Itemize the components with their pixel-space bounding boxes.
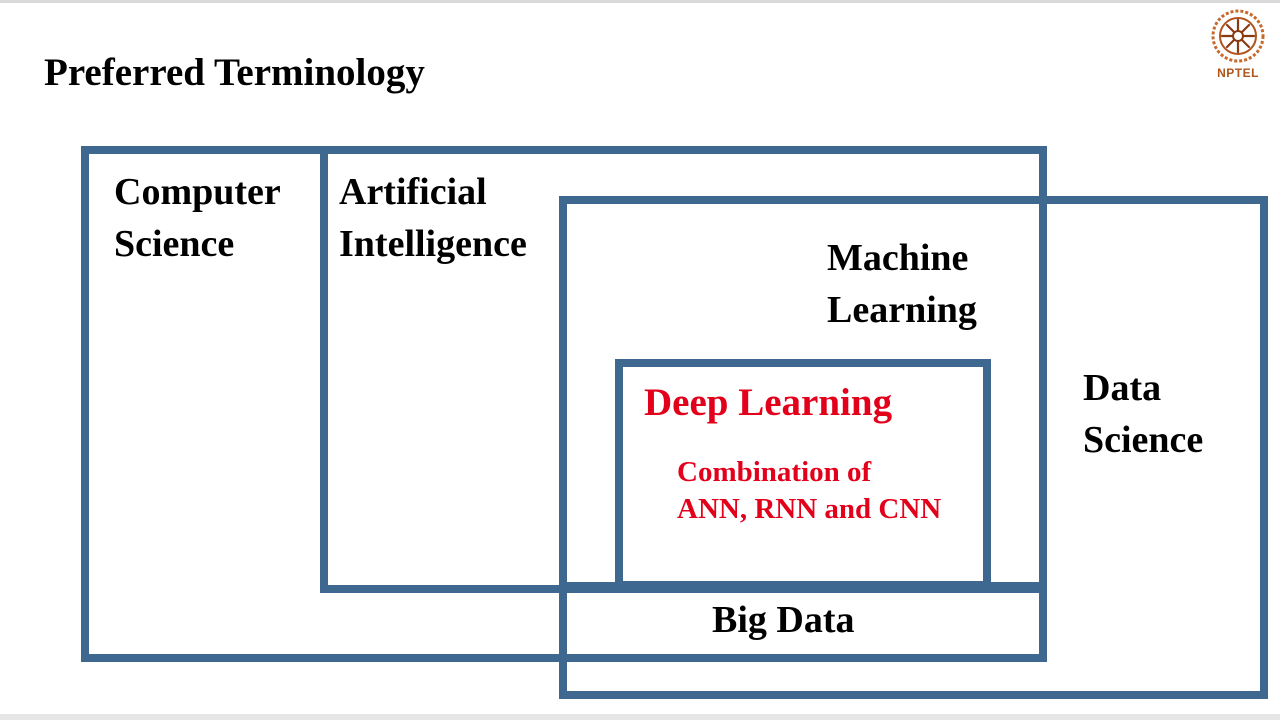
data-science-label: Data Science: [1083, 362, 1203, 466]
bottom-divider: [0, 714, 1280, 720]
deep-learning-desc-line2: ANN, RNN and CNN: [677, 493, 942, 525]
big-data-text: Big Data: [712, 599, 855, 641]
data-science-box: [559, 196, 1268, 699]
deep-learning-box: [615, 359, 991, 589]
computer-science-line1: Computer: [114, 171, 281, 213]
artificial-intelligence-line2: Intelligence: [339, 223, 527, 265]
nptel-emblem-icon: [1211, 9, 1265, 63]
slide-title: Preferred Terminology: [44, 51, 425, 94]
deep-learning-desc-line1: Combination of: [677, 456, 872, 488]
data-science-line1: Data: [1083, 367, 1162, 409]
deep-learning-description: Combination of ANN, RNN and CNN: [677, 454, 941, 528]
computer-science-label: Computer Science: [114, 166, 281, 270]
logo-text: NPTEL: [1217, 66, 1259, 80]
nptel-logo: NPTEL: [1206, 8, 1270, 84]
machine-learning-label: Machine Learning: [827, 232, 977, 336]
artificial-intelligence-line1: Artificial: [339, 171, 487, 213]
top-divider: [0, 0, 1280, 3]
computer-science-line2: Science: [114, 223, 235, 265]
data-science-line2: Science: [1083, 419, 1204, 461]
artificial-intelligence-label: Artificial Intelligence: [339, 166, 527, 270]
deep-learning-title: Deep Learning: [644, 381, 893, 424]
machine-learning-line2: Learning: [827, 289, 977, 331]
big-data-label: Big Data: [712, 594, 855, 646]
machine-learning-line1: Machine: [827, 237, 969, 279]
